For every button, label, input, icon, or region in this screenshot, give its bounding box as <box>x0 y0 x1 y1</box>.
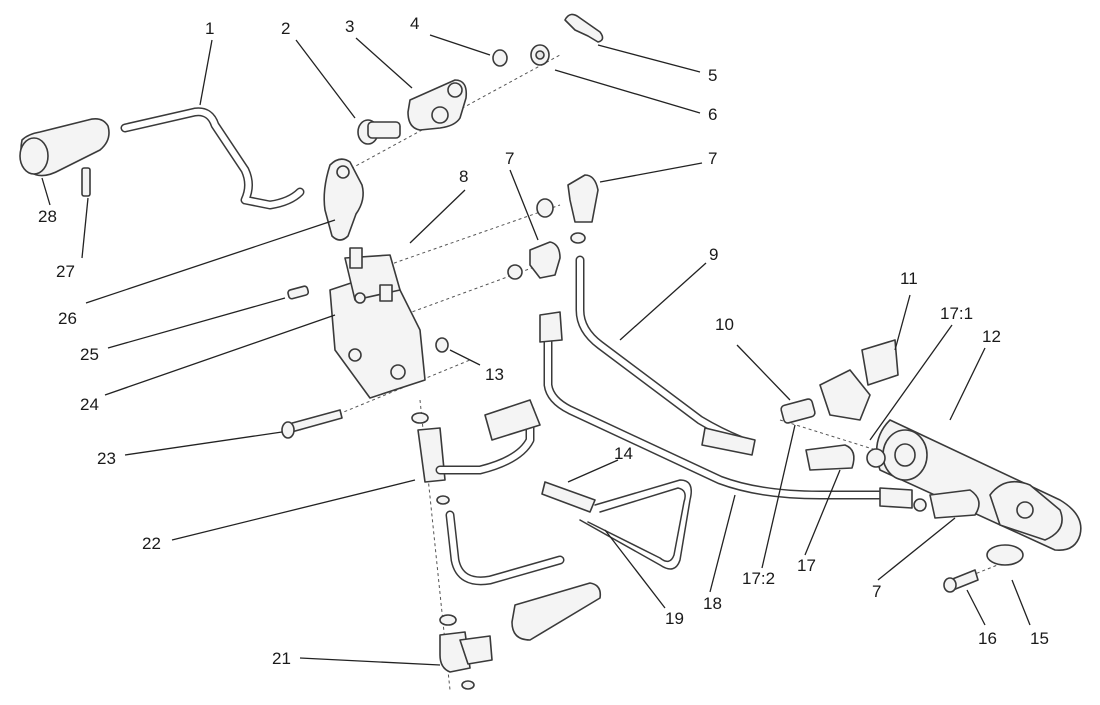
callout-2: 2 <box>281 19 291 38</box>
callout-4: 4 <box>410 14 420 33</box>
elbow-fittings <box>507 174 599 280</box>
callout-16: 16 <box>978 629 997 648</box>
callout-17-1: 17:1 <box>940 304 974 323</box>
spring-and-wire <box>541 479 692 570</box>
lever-bracket <box>323 158 364 241</box>
callout-23: 23 <box>97 449 116 468</box>
cylinder-assembly <box>780 339 1082 593</box>
pivot-assembly <box>357 13 604 145</box>
callout-7-top-right: 7 <box>708 149 718 168</box>
shift-lever <box>19 107 305 210</box>
callout-15: 15 <box>1030 629 1049 648</box>
callout-9: 9 <box>709 245 719 264</box>
callout-5: 5 <box>708 66 718 85</box>
body-fasteners <box>281 285 449 439</box>
callout-27: 27 <box>56 262 75 281</box>
callout-18: 18 <box>703 594 722 613</box>
callout-25: 25 <box>80 345 99 364</box>
callout-28: 28 <box>38 207 57 226</box>
leader-lines <box>41 34 1031 666</box>
callout-17-2: 17:2 <box>742 569 776 588</box>
callout-17: 17 <box>797 556 816 575</box>
callout-10: 10 <box>715 315 734 334</box>
callout-13: 13 <box>485 365 504 384</box>
callout-7-bottom: 7 <box>872 582 882 601</box>
valve-body <box>329 247 426 399</box>
callout-7-top-left: 7 <box>505 149 515 168</box>
callout-1: 1 <box>205 19 215 38</box>
callout-26: 26 <box>58 309 77 328</box>
callout-3: 3 <box>345 17 355 36</box>
callout-8: 8 <box>459 167 469 186</box>
callout-12: 12 <box>982 327 1001 346</box>
callout-24: 24 <box>80 395 99 414</box>
callout-11: 11 <box>900 269 918 288</box>
callout-22: 22 <box>142 534 161 553</box>
callout-21: 21 <box>272 649 291 668</box>
callout-14: 14 <box>614 444 633 463</box>
hydraulic-hoses <box>435 255 913 641</box>
callout-6: 6 <box>708 105 718 124</box>
callout-19: 19 <box>665 609 684 628</box>
